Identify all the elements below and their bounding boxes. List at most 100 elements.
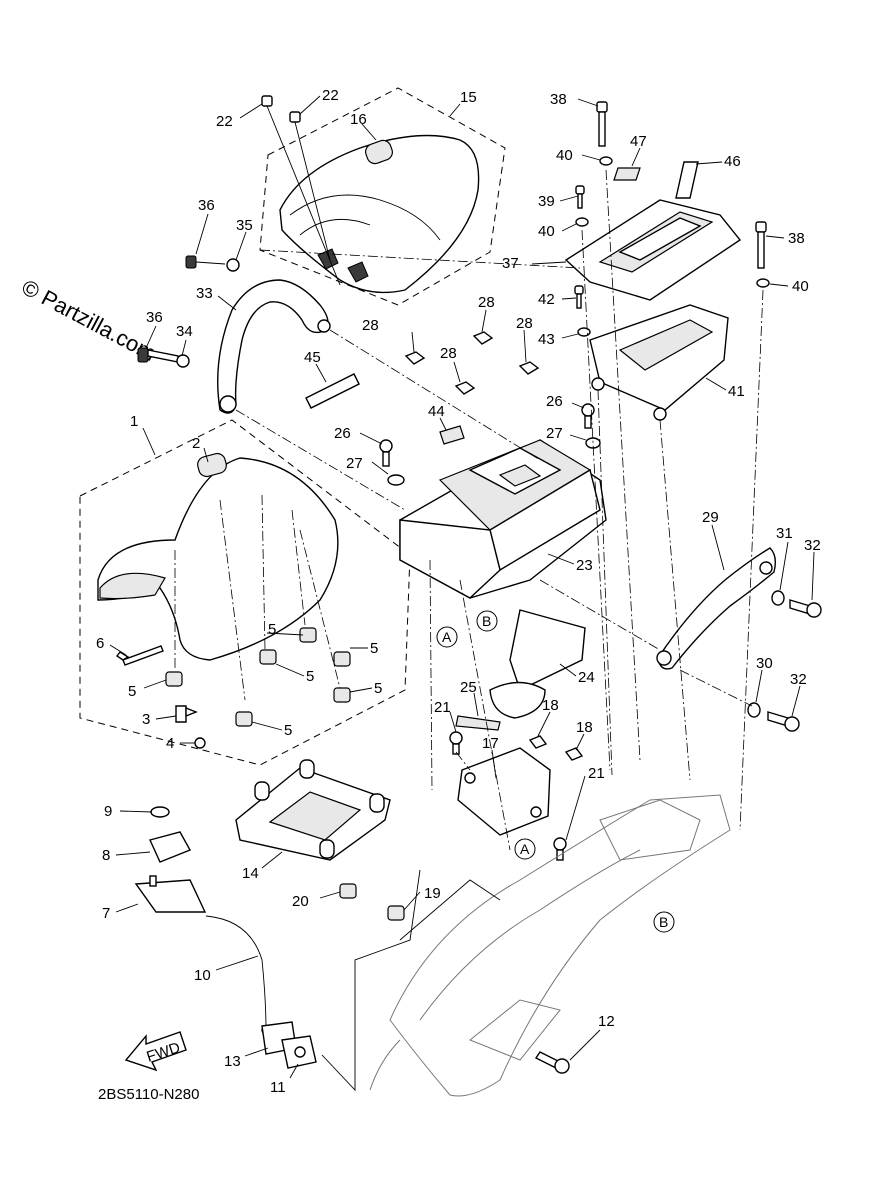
callout-5b: 5 (268, 621, 276, 638)
svg-text:B: B (482, 613, 491, 629)
svg-text:B: B (659, 914, 668, 930)
bolt-38-right[interactable] (755, 221, 767, 269)
bolt-32-lower[interactable] (767, 711, 800, 732)
bolt-22-right[interactable] (289, 111, 331, 261)
callout-38b: 38 (788, 230, 805, 247)
callout-20: 20 (292, 893, 309, 910)
cover-part (489, 681, 546, 719)
bolt-22-left[interactable] (261, 95, 341, 286)
callout-39: 39 (538, 193, 555, 210)
callout-21a: 21 (434, 699, 451, 716)
callout-38a: 38 (550, 91, 567, 108)
callout-26a: 26 (334, 425, 351, 442)
callout-40b: 40 (538, 223, 555, 240)
grommet-28-c[interactable] (454, 381, 476, 395)
nut-18-right[interactable] (564, 747, 584, 761)
callout-15: 15 (460, 89, 477, 106)
carrier-top-37[interactable] (564, 199, 742, 301)
passenger-seat[interactable] (279, 134, 480, 294)
storage-tray[interactable] (399, 439, 607, 599)
label-45 (305, 373, 360, 409)
grab-bar-right[interactable] (656, 547, 777, 670)
rear-frame (369, 794, 731, 1097)
callout-29: 29 (702, 509, 719, 526)
ref-marker-a-upper: A (436, 626, 458, 648)
bolt-42[interactable] (574, 285, 584, 309)
bolt-38-left[interactable] (596, 101, 608, 147)
grommet-28-b[interactable] (472, 331, 494, 345)
callout-9: 9 (104, 803, 112, 820)
callout-10: 10 (194, 967, 211, 984)
washer-31[interactable] (771, 590, 785, 606)
grommet-28-a[interactable] (404, 351, 426, 365)
callout-18a: 18 (542, 697, 559, 714)
lock-bracket-7[interactable] (134, 875, 207, 913)
callout-18b: 18 (576, 719, 593, 736)
rider-seat-group-outline (79, 419, 411, 766)
collar-27-center[interactable] (387, 474, 405, 486)
callout-4: 4 (166, 735, 174, 752)
nut-18-left[interactable] (528, 735, 548, 749)
ref-marker-a-lower: A (514, 838, 536, 860)
bolt-12[interactable] (534, 1051, 570, 1074)
carrier-base-41[interactable] (589, 304, 729, 421)
callout-1: 1 (130, 413, 138, 430)
label-47 (613, 167, 641, 181)
bolt-36-lower[interactable] (137, 347, 190, 368)
callout-14: 14 (242, 865, 259, 882)
callout-31: 31 (776, 525, 793, 542)
damper-20[interactable] (339, 883, 357, 899)
seat-lock-bracket-14[interactable] (235, 759, 391, 861)
callout-40c: 40 (792, 278, 809, 295)
nut-4[interactable] (194, 737, 206, 749)
callout-33: 33 (196, 285, 213, 302)
callout-27a: 27 (346, 455, 363, 472)
callout-46: 46 (724, 153, 741, 170)
callout-13: 13 (224, 1053, 241, 1070)
damper-19[interactable] (387, 905, 405, 921)
bracket-17[interactable] (457, 747, 551, 836)
damper-5-group[interactable] (165, 627, 351, 727)
callout-2: 2 (192, 435, 200, 452)
lock-8[interactable] (149, 831, 191, 863)
plate-24[interactable] (509, 609, 586, 691)
callout-32b: 32 (790, 671, 807, 688)
nut-9[interactable] (150, 806, 170, 818)
washer-35 (226, 258, 240, 272)
alignment-lines (235, 169, 764, 851)
callout-32a: 32 (804, 537, 821, 554)
bolt-21-right[interactable] (553, 837, 567, 861)
callout-22a: 22 (216, 113, 233, 130)
callout-22b: 22 (322, 87, 339, 104)
callout-27b: 27 (546, 425, 563, 442)
washer-30[interactable] (747, 702, 761, 718)
rider-seat[interactable] (97, 452, 339, 661)
callout-12: 12 (598, 1013, 615, 1030)
hex-wrench-6[interactable] (115, 645, 164, 666)
bolt-26-center[interactable] (379, 439, 393, 467)
washer-40-top[interactable] (599, 156, 613, 166)
callout-47: 47 (630, 133, 647, 150)
cable-10[interactable] (205, 915, 271, 1035)
bolt-32-upper[interactable] (789, 599, 822, 618)
washer-40-right[interactable] (756, 278, 770, 288)
bolt-21-left[interactable] (449, 731, 463, 755)
label-46 (675, 161, 699, 199)
callout-35: 35 (236, 217, 253, 234)
callout-labels: 1 2 3 4 5 5 5 5 5 5 6 7 8 9 10 11 12 13 (96, 87, 821, 1096)
washer-40-mid[interactable] (575, 217, 589, 227)
grommet-28-d[interactable] (518, 361, 540, 375)
cable-route (321, 869, 421, 1092)
callout-30: 30 (756, 655, 773, 672)
bolt-36-upper[interactable] (185, 255, 240, 272)
callout-21b: 21 (588, 765, 605, 782)
callout-44: 44 (428, 403, 445, 420)
bolt-26-right[interactable] (581, 403, 595, 429)
grab-bar-left[interactable] (217, 279, 331, 414)
forward-arrow: FWD (124, 1031, 187, 1072)
bracket-3[interactable] (175, 705, 198, 723)
washer-43[interactable] (577, 327, 591, 337)
lock-11[interactable] (281, 1035, 317, 1069)
bolt-39[interactable] (575, 185, 585, 209)
